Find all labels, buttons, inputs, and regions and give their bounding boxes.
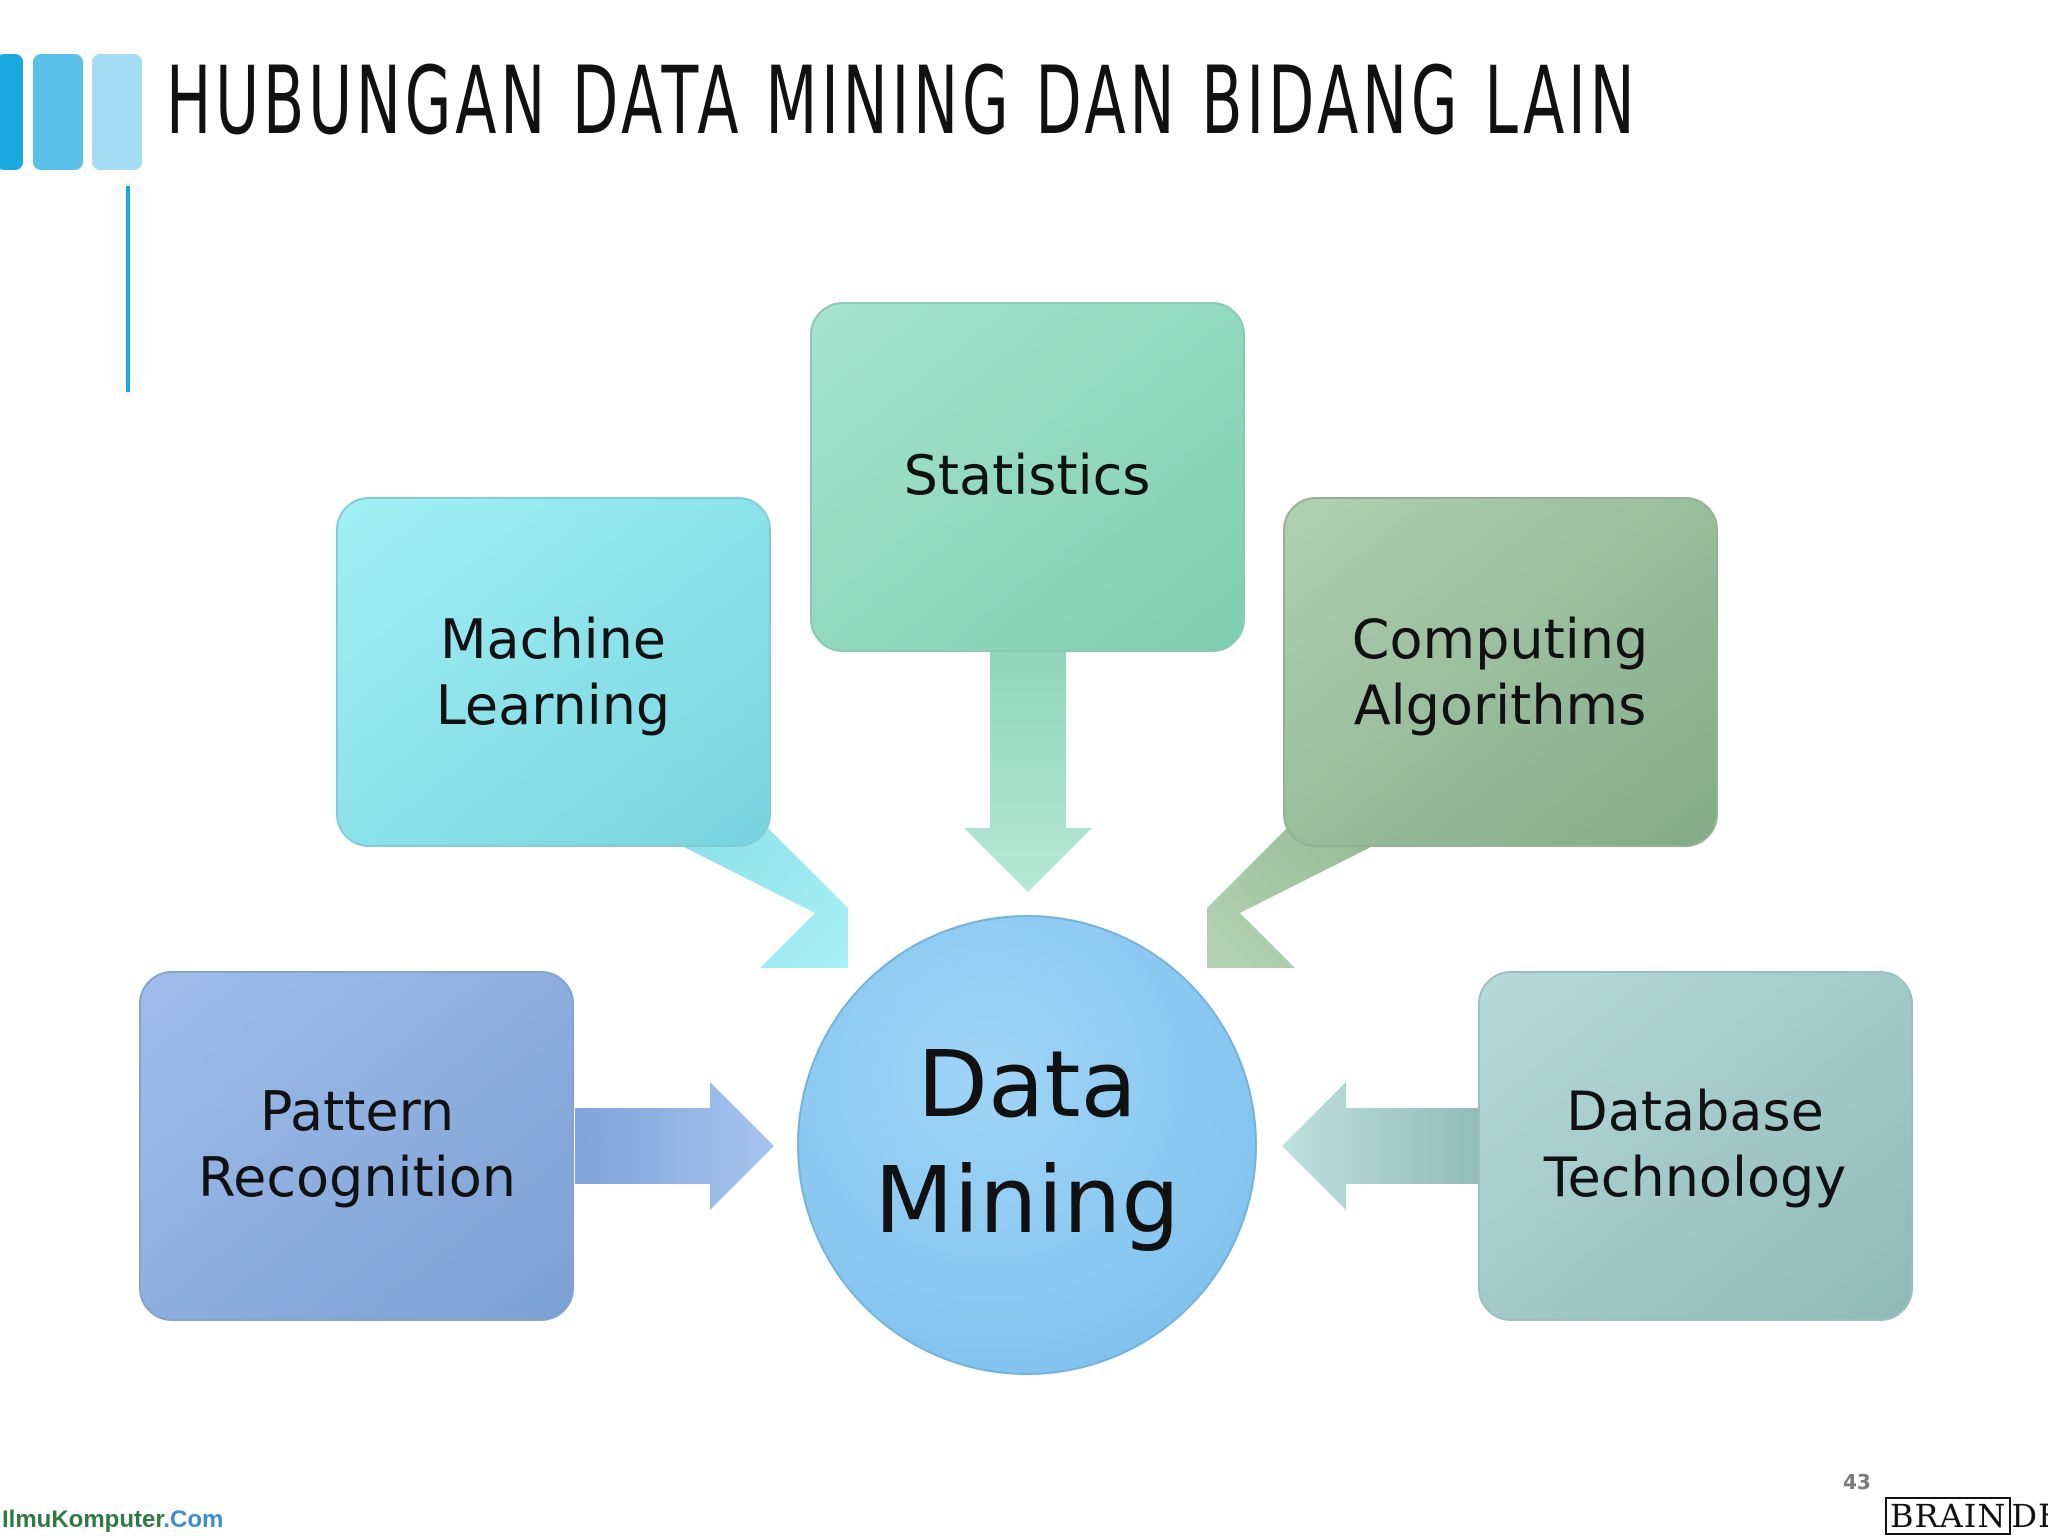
arrow-statistics xyxy=(964,652,1092,892)
header-decoration-bar-3 xyxy=(92,54,142,170)
arrow-pattern-recognition xyxy=(575,1082,774,1210)
node-machine-learning-label-2: Learning xyxy=(436,674,670,737)
center-node-data-mining: Data Mining xyxy=(797,915,1257,1375)
node-pattern-recognition-label-1: Pattern xyxy=(260,1080,454,1143)
center-node-label-1: Data xyxy=(917,1031,1137,1138)
node-pattern-recognition: Pattern Recognition xyxy=(139,971,574,1321)
braindevs-logo-rest: DEVS xyxy=(2011,1497,2048,1535)
node-statistics-label: Statistics xyxy=(904,444,1151,507)
node-database-technology: Database Technology xyxy=(1478,971,1913,1321)
footer-watermark-ilmukomputer: IlmuKomputer.Com xyxy=(2,1506,223,1534)
header-decoration-bar-1 xyxy=(0,54,23,170)
page-number: 43 xyxy=(1843,1470,1871,1494)
node-computing-algorithms-label-1: Computing xyxy=(1352,608,1649,671)
braindevs-logo-boxed: BRAIN xyxy=(1885,1497,2012,1535)
center-node-label-2: Mining xyxy=(874,1147,1180,1254)
header-decoration-bar-2 xyxy=(33,54,83,170)
node-pattern-recognition-label-2: Recognition xyxy=(198,1146,516,1209)
node-computing-algorithms-label-2: Algorithms xyxy=(1354,674,1647,737)
footer-watermark-suffix: .Com xyxy=(163,1506,224,1533)
node-machine-learning: Machine Learning xyxy=(336,497,771,847)
arrow-database-technology xyxy=(1282,1082,1480,1210)
braindevs-logo: BRAINDEVS xyxy=(1885,1497,2048,1535)
node-computing-algorithms: Computing Algorithms xyxy=(1283,497,1718,847)
node-database-technology-label-2: Technology xyxy=(1543,1146,1846,1209)
node-machine-learning-label-1: Machine xyxy=(440,608,666,671)
footer-watermark-main: IlmuKomputer xyxy=(2,1506,164,1533)
header-decoration-line xyxy=(126,186,130,392)
node-database-technology-label-1: Database xyxy=(1566,1080,1824,1143)
node-statistics: Statistics xyxy=(810,302,1245,652)
